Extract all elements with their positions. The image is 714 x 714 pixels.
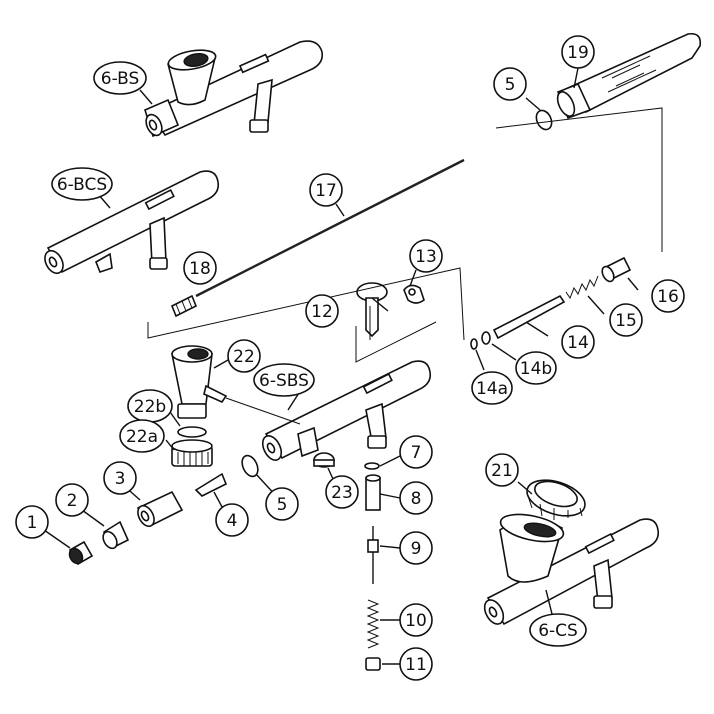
callout-6-bcs-label: 6-BCS [57,175,107,195]
callout-12-label: 12 [311,302,333,322]
callout-6-cs-label: 6-CS [538,621,578,641]
callout-10-label: 10 [405,611,427,631]
part-14a-o-ring [470,338,478,350]
callout-7-label: 7 [411,443,422,463]
callout-22-label: 22 [233,347,255,367]
callout-21: 21 [485,453,519,487]
callout-19: 19 [561,35,595,69]
part-13-lever [403,284,425,304]
callout-17-label: 17 [315,181,337,201]
callout-15-label: 15 [615,311,637,331]
part-10-valve-spring [366,599,380,649]
callout-8: 8 [399,481,433,515]
callout-2-label: 2 [67,491,78,511]
callout-6-cs: 6-CS [529,613,587,647]
callout-3: 3 [103,461,137,495]
callout-6-bs-label: 6-BS [101,69,140,89]
part-12-trigger [356,282,388,340]
callout-3-label: 3 [115,469,126,489]
callout-1: 1 [15,505,49,539]
callout-22a-label: 22a [126,427,158,447]
callout-5-label: 5 [277,495,288,515]
part-14b-washer [481,331,491,345]
callout-6-sbs-label: 6-SBS [259,371,309,391]
callout-16-label: 16 [657,287,679,307]
callout-4: 4 [215,503,249,537]
part-9-valve-stem [367,526,379,584]
callout-8-label: 8 [411,489,422,509]
part-14-needle-tube [492,294,566,340]
callout-10: 10 [399,603,433,637]
callout-23-label: 23 [331,483,353,503]
callout-13-label: 13 [415,247,437,267]
callout-6-bs: 6-BS [93,61,147,95]
callout-22b-label: 22b [134,397,166,417]
part-16-spring-guide [601,256,632,283]
callout-5: 5 [265,487,299,521]
callout-6-sbs: 6-SBS [253,363,315,397]
callout-5-top: 5 [493,67,527,101]
callout-23: 23 [325,475,359,509]
callouts: 6-BS 6-BCS 5 19 17 18 13 12 16 15 14 14b… [15,35,685,681]
callout-16: 16 [651,279,685,313]
callout-18-label: 18 [189,259,211,279]
part-1-needle-cap [68,540,94,566]
part-11-valve-guide [365,657,381,671]
part-4-nozzle [194,472,228,497]
callout-13: 13 [409,239,443,273]
callout-6-bcs: 6-BCS [51,167,113,201]
assembly-guide-lines [147,107,663,425]
part-15-spring [565,275,599,300]
callout-14-label: 14 [567,333,589,353]
callout-4-label: 4 [227,511,238,531]
part-21-cup-lid [526,479,586,520]
part-5-o-ring-top [535,109,553,131]
callout-22a: 22a [119,419,165,453]
callout-9: 9 [399,531,433,565]
callout-14: 14 [561,325,595,359]
part-2-nozzle-cap [102,520,130,550]
callout-22: 22 [227,339,261,373]
part-22b-washer [177,426,207,438]
part-23-air-valve-screw [313,452,335,468]
part-8-valve-body [365,474,381,511]
callout-17: 17 [309,173,343,207]
airbrush-6-sbs [261,360,432,461]
part-17-needle [195,158,465,298]
part-3-head-cap [136,490,184,528]
part-18-needle-chucking-nut [170,294,198,318]
callout-9-label: 9 [411,539,422,559]
callout-11-label: 11 [405,655,427,675]
part-22a-cup-nut [171,439,213,467]
callout-22b: 22b [127,389,173,423]
callout-7: 7 [399,435,433,469]
callout-12: 12 [305,294,339,328]
callout-11: 11 [399,647,433,681]
callout-14b-label: 14b [520,359,552,379]
part-5-o-ring [241,454,259,478]
callout-1-label: 1 [27,513,38,533]
callout-14a: 14a [471,371,513,405]
callout-18: 18 [183,251,217,285]
airbrush-6-cs [483,513,660,626]
airbrush-6-bs [144,40,324,138]
airbrush-6-bcs [44,170,220,275]
part-7-o-ring [364,462,380,470]
callout-15: 15 [609,303,643,337]
callout-14b: 14b [515,351,557,385]
callout-14a-label: 14a [476,379,508,399]
callout-21-label: 21 [491,461,513,481]
part-22-side-cup [171,345,228,419]
callout-19-label: 19 [567,43,589,63]
part-19-handle [556,32,702,120]
callout-5-top-label: 5 [505,75,516,95]
callout-2: 2 [55,483,89,517]
